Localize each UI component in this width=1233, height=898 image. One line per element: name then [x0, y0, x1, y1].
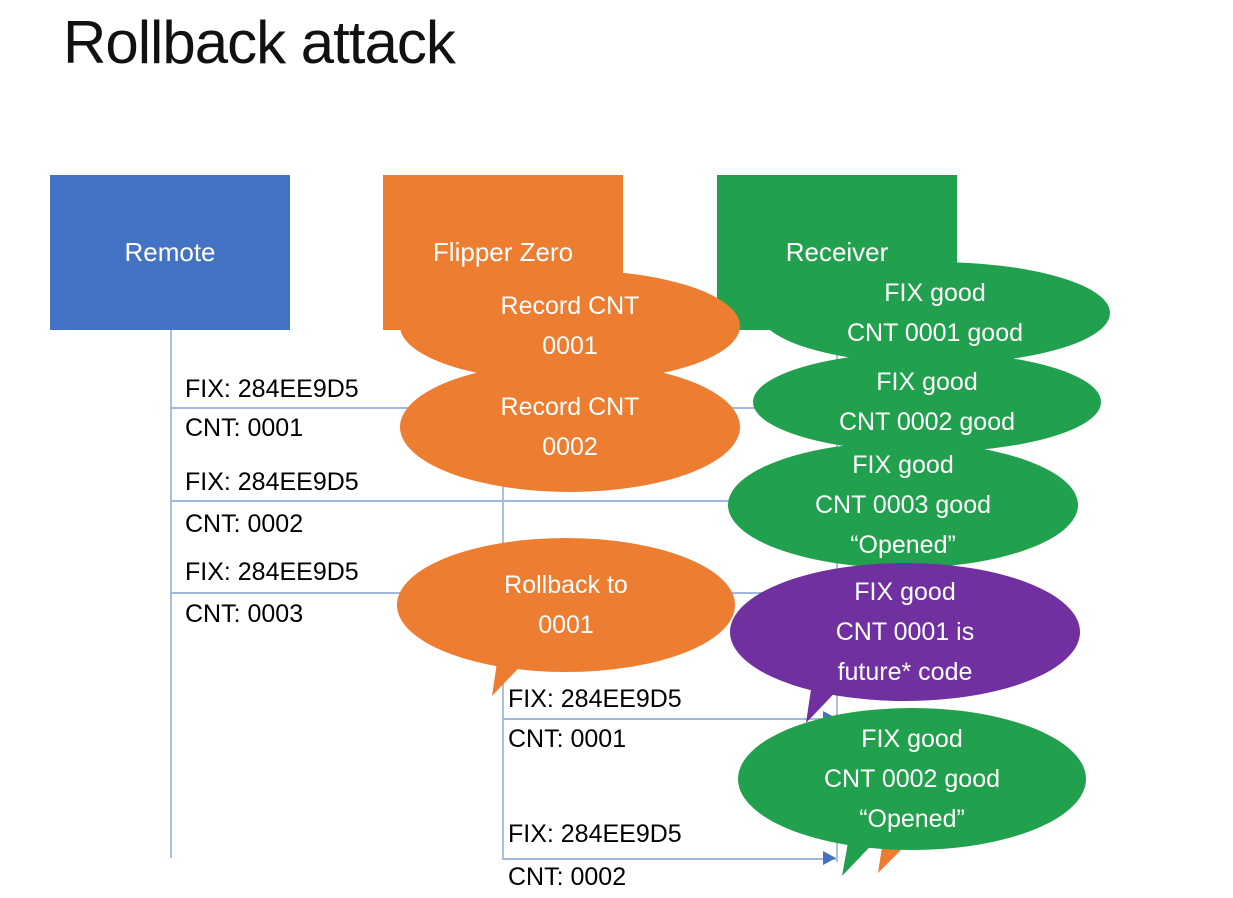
message-5-fix-label: FIX: 284EE9D5: [508, 820, 682, 848]
bubble-line: CNT 0002 good: [838, 408, 1016, 436]
message-4-cnt-label: CNT: 0001: [508, 725, 627, 753]
bubble-line: CNT 0001 good: [846, 319, 1024, 347]
message-2-cnt-label: CNT: 0002: [185, 510, 304, 538]
bubble-shape: [753, 352, 1101, 452]
bubble-line: FIX good: [884, 279, 986, 307]
bubble-rollback-to-0001: Rollback to 0001: [397, 538, 735, 696]
bubble-line: CNT 0003 good: [814, 491, 992, 519]
message-2-fix-label: FIX: 284EE9D5: [185, 468, 359, 496]
bubble-line: CNT 0001 is: [835, 618, 975, 646]
bubble-cnt-0001-future-code: FIX good CNT 0001 is future* code: [730, 563, 1080, 723]
actor-label-remote: Remote: [124, 237, 216, 267]
message-3-fix-label: FIX: 284EE9D5: [185, 558, 359, 586]
message-line-4: [502, 718, 836, 720]
message-5-cnt-label: CNT: 0002: [508, 863, 627, 891]
lifeline-remote: [170, 330, 172, 858]
bubble-shape: [397, 538, 735, 672]
message-4-fix-label: FIX: 284EE9D5: [508, 685, 682, 713]
bubble-shape: [728, 442, 1078, 568]
bubble-fix-good-cnt-0003-opened: FIX good CNT 0003 good “Opened”: [728, 442, 1078, 568]
bubble-fix-good-cnt-0002-good: FIX good CNT 0002 good: [753, 352, 1101, 452]
bubble-shape: [760, 262, 1110, 364]
arrowhead-5: [823, 851, 836, 865]
message-line-5: [502, 858, 836, 860]
bubble-shape: [400, 362, 740, 492]
bubble-record-cnt-0002: Record CNT 0002: [400, 362, 918, 873]
bubble-shape: [730, 563, 1080, 701]
bubble-line: FIX good: [854, 578, 956, 606]
bubble-fix-good-cnt-0001-good: FIX good CNT 0001 good: [760, 262, 1110, 364]
actor-box-remote: Remote: [50, 175, 290, 330]
bubble-line: CNT 0002 good: [823, 765, 1001, 793]
bubble-line: Rollback to: [504, 571, 628, 599]
bubble-line: FIX good: [852, 451, 954, 479]
bubble-line: 0001: [538, 611, 594, 639]
message-1-fix-label: FIX: 284EE9D5: [185, 375, 359, 403]
bubble-line: 0001: [542, 332, 598, 360]
bubble-line: Record CNT: [500, 393, 640, 421]
bubble-line: “Opened”: [850, 531, 956, 559]
bubble-line: 0002: [542, 433, 598, 461]
actor-label-flipper-zero: Flipper Zero: [432, 237, 574, 267]
bubble-cnt-0002-good-opened: FIX good CNT 0002 good “Opened”: [738, 708, 1086, 876]
slide-title: Rollback attack: [63, 9, 456, 76]
bubble-line: FIX good: [861, 725, 963, 753]
bubble-line: future* code: [837, 658, 973, 686]
message-3-cnt-label: CNT: 0003: [185, 600, 304, 628]
bubble-shape: [738, 708, 1086, 850]
message-1-cnt-label: CNT: 0001: [185, 414, 304, 442]
actor-label-receiver: Receiver: [785, 237, 889, 267]
bubble-line: “Opened”: [859, 805, 965, 833]
bubble-line: FIX good: [876, 368, 978, 396]
message-line-2: [170, 500, 836, 502]
bubble-line: Record CNT: [500, 292, 640, 320]
